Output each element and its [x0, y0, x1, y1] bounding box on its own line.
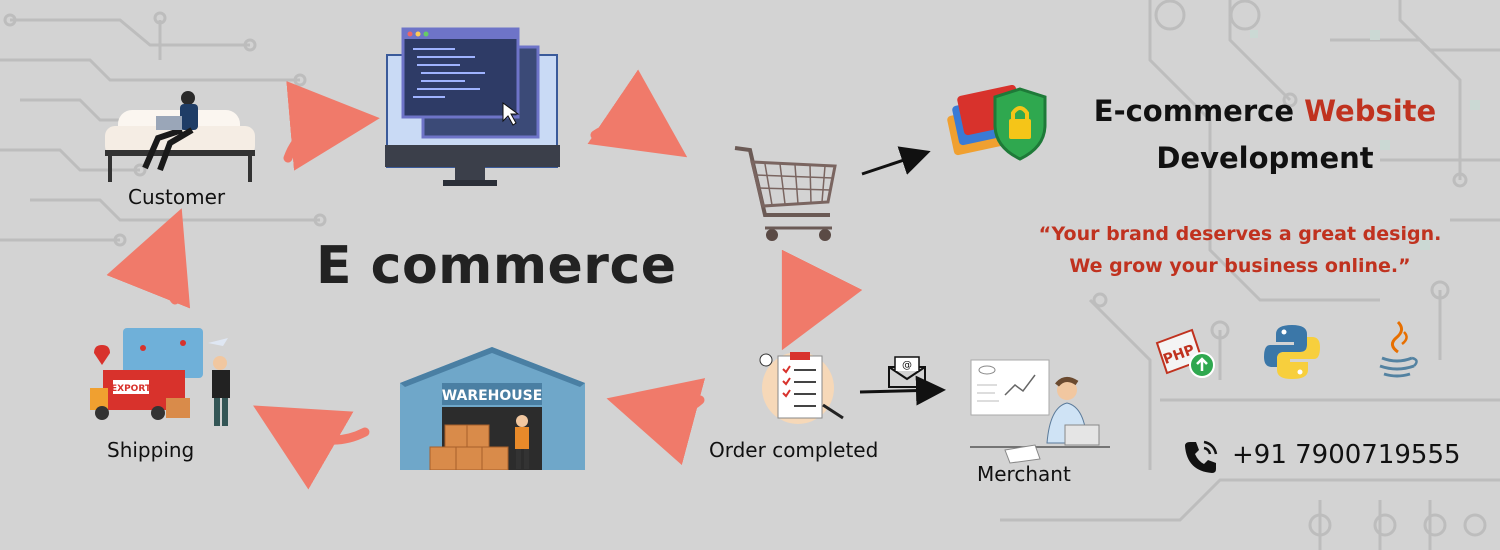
warehouse-illustration: WAREHOUSE [400, 347, 585, 470]
arrow-shipping-to-customer [106, 208, 191, 309]
credit-card-shield-icon [947, 85, 1047, 161]
export-sign: EXPORT [111, 384, 152, 394]
headline-part2: Development [1156, 141, 1374, 175]
tagline-line1: “Your brand deserves a great design. [1038, 223, 1442, 245]
customer-illustration [105, 91, 255, 182]
customer-label: Customer [128, 185, 226, 209]
center-title: E commerce [316, 236, 677, 296]
arrow-warehouse-to-shipping [253, 405, 370, 490]
headline-accent: Website [1304, 94, 1437, 128]
order-checklist-icon [759, 352, 844, 424]
merchant-illustration [970, 359, 1110, 464]
tagline-line2: We grow your business online.” [1069, 255, 1411, 277]
arrow-cart-to-order [781, 249, 863, 351]
promo-tagline: “Your brand deserves a great design. We … [1030, 218, 1450, 282]
phone-icon [1185, 440, 1218, 473]
arrow-website-to-cart [587, 69, 688, 158]
arrow-customer-to-website [283, 81, 380, 171]
phone-number[interactable]: +91 7900719555 [1232, 440, 1461, 470]
shopping-cart-icon [734, 146, 837, 241]
svg-text:@: @ [902, 360, 912, 371]
arrow-cart-to-payment [861, 146, 931, 176]
promo-headline: E-commerce Website Development [1080, 88, 1450, 182]
arrow-order-to-warehouse [606, 378, 706, 466]
email-icon: @ [888, 356, 926, 388]
java-icon [1379, 320, 1418, 378]
merchant-label: Merchant [977, 462, 1071, 486]
shipping-truck-illustration: EXPORT [90, 328, 230, 426]
python-icon [1264, 325, 1320, 379]
php-icon: PHP [1155, 328, 1215, 378]
order-completed-label: Order completed [709, 438, 879, 462]
arrow-order-to-merchant [859, 375, 946, 406]
headline-part1: E-commerce [1093, 94, 1305, 128]
shipping-label: Shipping [107, 438, 195, 462]
monitor-icon [385, 27, 560, 186]
warehouse-sign: WAREHOUSE [442, 388, 543, 404]
